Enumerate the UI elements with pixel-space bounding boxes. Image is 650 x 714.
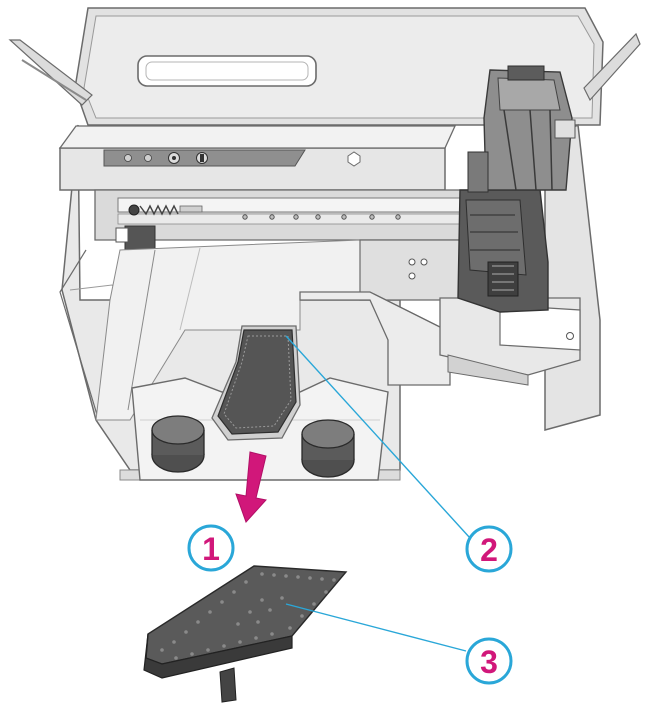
print-bed: [95, 239, 471, 421]
leader-line-3: [285, 603, 467, 652]
leader-lines: [285, 335, 471, 652]
printer-lid: [8, 7, 641, 126]
callout-3: 3: [465, 637, 513, 685]
leader-line-2: [285, 335, 471, 539]
cartridge-carriage: [439, 65, 581, 386]
paper-guide-rail: [94, 189, 471, 255]
callout-2: 2: [465, 525, 513, 573]
left-roller: [151, 415, 205, 473]
pad-on-printer-base: [211, 325, 301, 441]
callout-1: 1: [187, 524, 235, 572]
lid-handle: [137, 55, 317, 87]
removed-foam-pad: [143, 565, 348, 703]
carriage-rail: [58, 125, 457, 191]
pull-arrow-icon: [235, 451, 267, 523]
callout-1-number: 1: [202, 531, 220, 567]
callout-2-number: 2: [480, 532, 498, 568]
right-roller: [301, 419, 355, 478]
pull-direction-arrow: [235, 451, 267, 523]
callout-3-number: 3: [480, 644, 498, 680]
